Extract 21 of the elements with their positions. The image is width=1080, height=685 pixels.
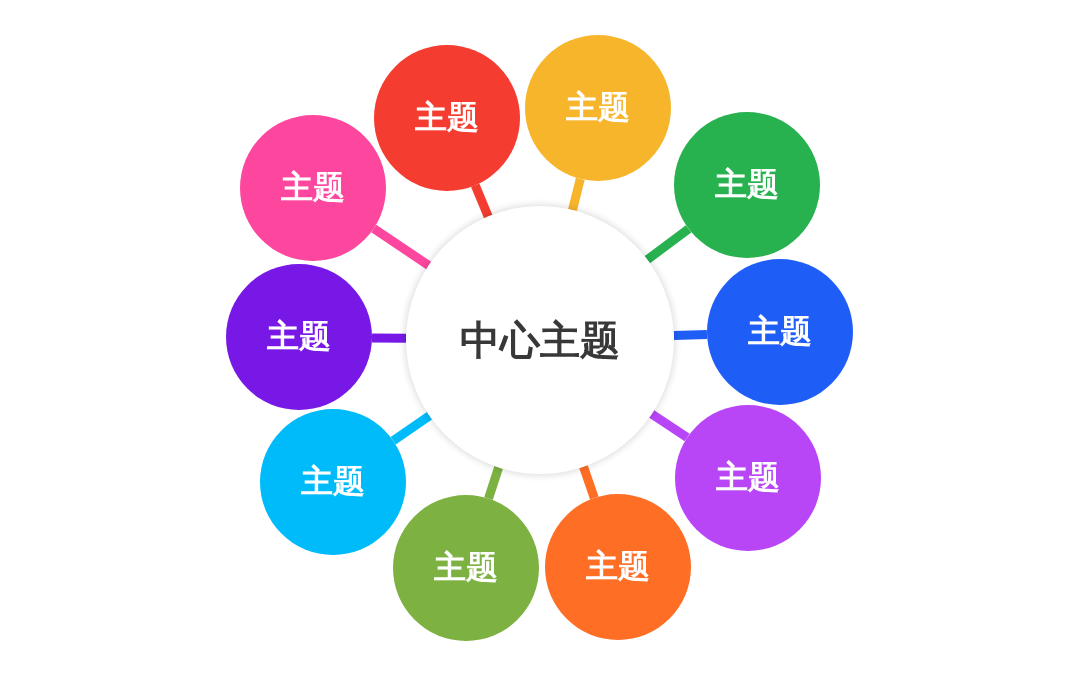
central-topic-label: 中心主题 [460,315,620,365]
topic-label: 主题 [281,167,345,208]
connector [471,183,493,219]
connector [649,410,690,442]
topic-label: 主题 [748,311,812,352]
topic-label: 主题 [716,457,780,498]
topic-label: 主题 [586,546,650,587]
connector [371,224,432,270]
topic-label: 主题 [566,87,630,128]
topic-label: 主题 [301,461,365,502]
topic-label: 主题 [434,547,498,588]
connector [568,177,585,212]
connector [484,466,503,500]
connector [371,333,407,343]
connector [644,225,692,264]
topic-label: 主题 [415,97,479,138]
connector [673,329,708,340]
topic-label: 主题 [715,164,779,205]
connector [579,465,599,500]
topic-label: 主题 [267,316,331,357]
connector [390,412,433,445]
